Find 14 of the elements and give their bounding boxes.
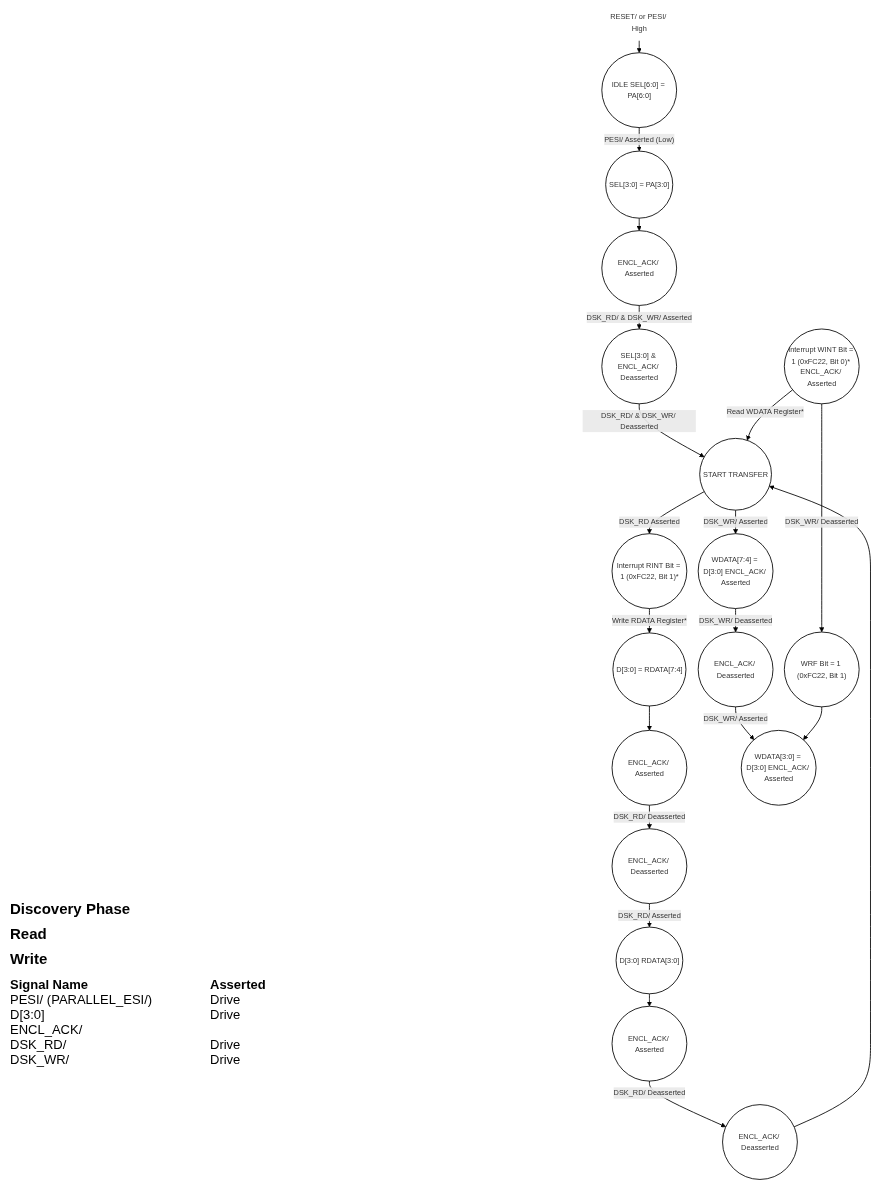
section-label: Read (10, 925, 47, 942)
table-cell-text: PESI/ (PARALLEL_ESI/) (10, 992, 154, 1007)
phase-label: Discovery Phase (10, 900, 131, 917)
table-cell-text: DSK_WR/ (10, 1052, 71, 1067)
table-cell-text: DSK_RD/ (10, 1037, 68, 1052)
table-cell-text: D[3:0] (10, 1007, 46, 1022)
section-label: Write (10, 950, 48, 967)
column-header: Signal Name (10, 977, 90, 992)
table-cell-text: ENCL_ACK/ (10, 1022, 84, 1037)
table-cell-text: Drive (210, 1052, 242, 1067)
column-header: Asserted (210, 977, 267, 992)
table-cell-text: Drive (210, 1007, 242, 1022)
table-cell-text: Drive (210, 992, 242, 1007)
table-cell-text: Drive (210, 1037, 242, 1052)
